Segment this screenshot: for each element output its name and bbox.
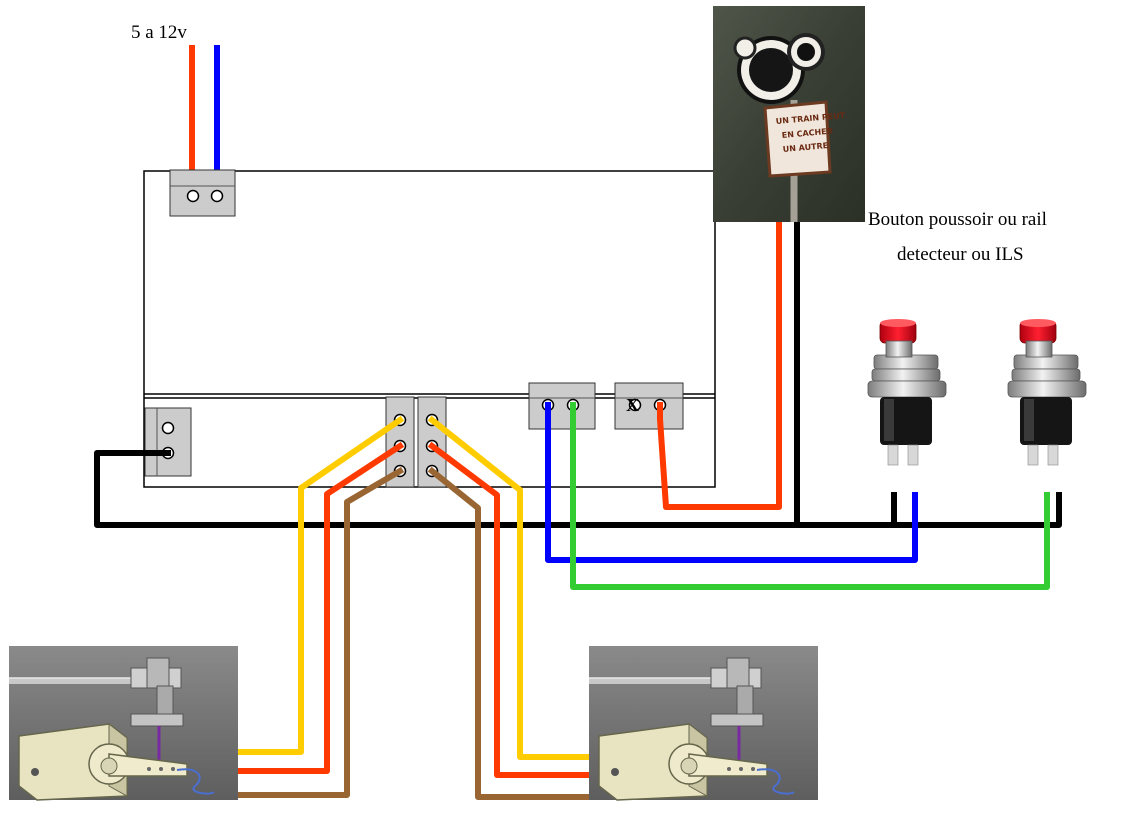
signal-wire-red	[657, 215, 782, 510]
servo-right-wire-brown	[427, 466, 591, 800]
servo-motor-icon	[9, 646, 238, 800]
signal-sign-line2: EN CACHER	[781, 127, 833, 140]
servo-left-wire-yellow	[237, 415, 405, 755]
push-button-icon	[1007, 318, 1087, 466]
push-button-icon	[867, 318, 947, 466]
railway-signal-icon: UN TRAIN PEUT EN CACHER UN AUTRE	[713, 6, 865, 222]
button-terminal-block	[528, 382, 596, 430]
terminal-x-mark: X	[626, 395, 639, 415]
button2-wire-green	[570, 402, 1050, 590]
servo-right-wire-red	[427, 441, 591, 778]
servo-left-wire-red	[237, 441, 405, 774]
button-caption-line2: detecteur ou ILS	[897, 244, 1024, 265]
servo-left-wire-brown	[237, 466, 405, 798]
servo-right-wire-yellow	[427, 415, 591, 760]
button-caption-line1: Bouton poussoir ou rail	[868, 209, 1047, 230]
ground-wire-black	[94, 450, 1062, 528]
button1-wire-blue	[545, 402, 918, 563]
power-terminal-block	[169, 169, 236, 217]
servo-motor-icon	[589, 646, 818, 800]
signal-terminal-block: X	[614, 382, 684, 430]
ground-terminal-block	[144, 407, 192, 477]
power-supply-label: 5 a 12v	[131, 22, 187, 43]
signal-sign-line3: UN AUTRE	[782, 141, 828, 154]
